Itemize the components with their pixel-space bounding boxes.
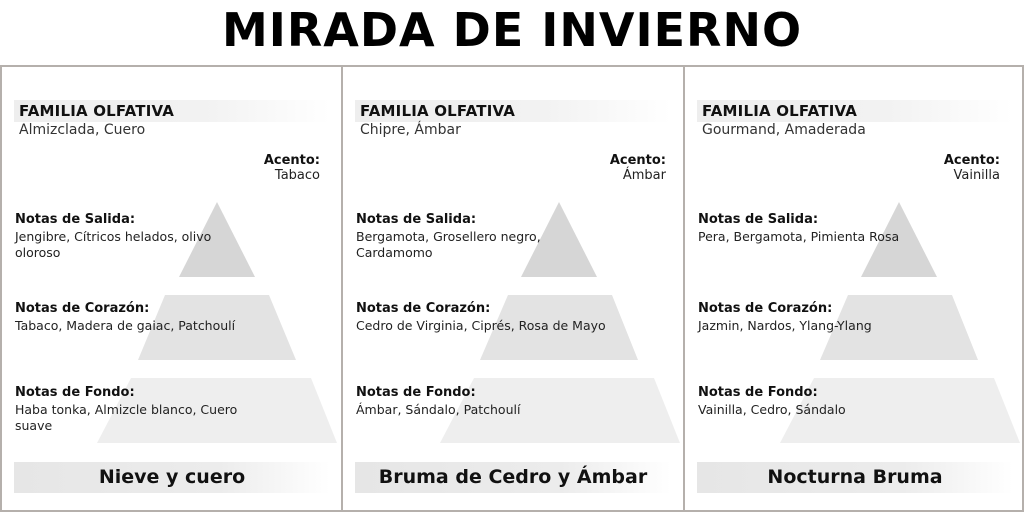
heart-notes-value: Tabaco, Madera de gaiac, Patchoulí — [15, 318, 236, 333]
family-header-bar — [697, 100, 1013, 122]
accent-label: Acento: — [263, 153, 320, 168]
name-bar — [697, 462, 1013, 493]
page-title: MIRADA DE INVIERNO — [221, 3, 803, 57]
base-notes-value: Ámbar, Sándalo, Patchoulí — [356, 402, 521, 417]
accent-value: Ámbar — [622, 168, 666, 183]
base-notes-value: Haba tonka, Almizcle blanco, Cuero suave — [15, 402, 238, 433]
fragrance-card-2: FAMILIA OLFATIVA Chipre, Ámbar Acento: Á… — [341, 65, 684, 512]
family-header-bar — [14, 100, 330, 122]
top-notes-label: Notas de Salida: — [15, 212, 136, 227]
family-value: Gourmand, Amaderada — [702, 122, 866, 138]
base-notes-label: Notas de Fondo: — [698, 385, 818, 400]
heart-notes-value: Jazmin, Nardos, Ylang-Ylang — [698, 318, 872, 333]
base-notes-label: Notas de Fondo: — [356, 385, 476, 400]
base-notes-label: Notas de Fondo: — [15, 385, 135, 400]
top-notes-value: Jengibre, Cítricos helados, olivo oloros… — [15, 229, 212, 260]
heart-notes-label: Notas de Corazón: — [15, 301, 150, 316]
top-notes-value: Pera, Bergamota, Pimienta Rosa — [698, 229, 900, 244]
pyramid-icon — [440, 202, 680, 443]
fragrance-name: Bruma de Cedro y Ámbar — [378, 466, 648, 488]
family-label: FAMILIA OLFATIVA — [19, 102, 175, 120]
heart-notes-label: Notas de Corazón: — [698, 301, 833, 316]
fragrance-name: Nieve y cuero — [98, 466, 246, 488]
top-notes-label: Notas de Salida: — [356, 212, 477, 227]
family-header-bar — [355, 100, 671, 122]
accent-label: Acento: — [943, 153, 1000, 168]
heart-notes-value: Cedro de Virginia, Ciprés, Rosa de Mayo — [356, 318, 606, 333]
name-bar — [355, 462, 671, 493]
accent-value: Vainilla — [953, 168, 1000, 183]
top-notes-label: Notas de Salida: — [698, 212, 819, 227]
family-label: FAMILIA OLFATIVA — [360, 102, 516, 120]
fragrance-name: Nocturna Bruma — [767, 466, 943, 488]
family-value: Almizclada, Cuero — [19, 122, 146, 138]
fragrance-card-3: FAMILIA OLFATIVA Gourmand, Amaderada Ace… — [683, 65, 1024, 512]
accent-label: Acento: — [609, 153, 666, 168]
pyramid-icon — [780, 202, 1020, 443]
heart-notes-label: Notas de Corazón: — [356, 301, 491, 316]
accent-value: Tabaco — [274, 168, 320, 183]
fragrance-card-1: FAMILIA OLFATIVA Almizclada, Cuero Acent… — [0, 65, 342, 512]
family-value: Chipre, Ámbar — [360, 122, 461, 138]
family-label: FAMILIA OLFATIVA — [702, 102, 858, 120]
base-notes-value: Vainilla, Cedro, Sándalo — [698, 402, 846, 417]
top-notes-value: Bergamota, Grosellero negro, Cardamomo — [356, 229, 541, 260]
name-bar — [14, 462, 330, 493]
pyramid-icon — [97, 202, 337, 443]
